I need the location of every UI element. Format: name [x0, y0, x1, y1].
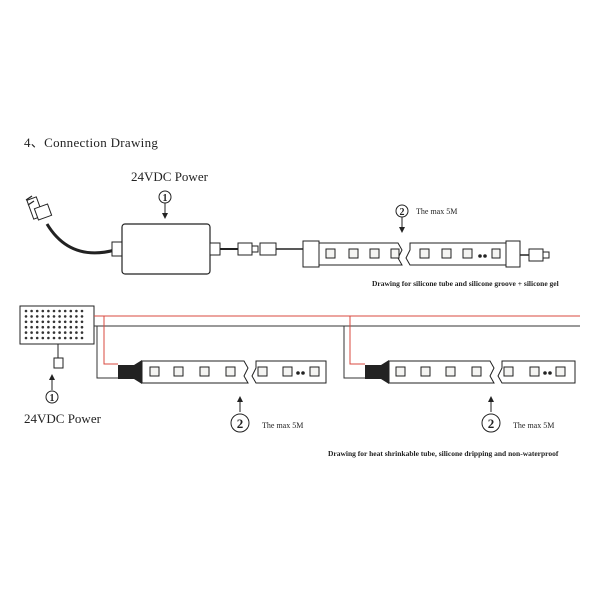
ac-plug-icon — [25, 195, 116, 255]
top-power-number: 1 — [163, 193, 168, 204]
section-title: 4、Connection Drawing — [24, 135, 158, 150]
bottom-led-chips-2 — [395, 366, 566, 377]
power-adapter-icon — [111, 223, 238, 275]
vent-dot — [47, 336, 50, 340]
vent-dot — [58, 315, 61, 318]
vent-dot — [41, 325, 45, 329]
vent-dot — [58, 331, 61, 334]
vent-dot — [24, 336, 28, 340]
vent-dot — [63, 320, 67, 324]
vent-dot — [24, 331, 28, 334]
vent-dot — [30, 315, 33, 318]
vent-dot — [58, 309, 61, 313]
vent-dot — [24, 315, 28, 318]
bottom-power-supply-icon — [19, 305, 95, 369]
bottom-strip2-max: The max 5M — [513, 421, 554, 430]
bottom-strip1-number: 2 — [237, 416, 244, 431]
top-power-label: 24VDC Power — [131, 169, 209, 184]
vent-dot — [41, 309, 45, 313]
bottom-strip2-callout: 2 The max 5M — [481, 396, 554, 433]
top-strip-callout: 2 The max 5M — [395, 204, 457, 233]
vent-dot — [41, 315, 45, 318]
bottom-led-strip-1 — [118, 360, 327, 384]
vent-dot — [30, 325, 33, 329]
dc-connector-icon — [237, 242, 303, 256]
vent-dot — [35, 331, 39, 334]
top-led-strip — [302, 240, 550, 268]
vent-dot — [52, 336, 56, 340]
vent-dot — [75, 325, 78, 329]
vent-dot — [52, 325, 56, 329]
vent-dot — [75, 320, 78, 324]
vent-dot — [47, 309, 50, 313]
vent-dot — [52, 320, 56, 324]
vent-dot — [63, 315, 67, 318]
main-bus-wires — [94, 315, 580, 379]
vent-dot — [69, 325, 73, 329]
bottom-power-callout: 1 — [45, 374, 59, 404]
bottom-strip1-callout: 2 The max 5M — [230, 396, 303, 433]
vent-dot — [41, 336, 45, 340]
bottom-strip1-max: The max 5M — [262, 421, 303, 430]
vent-dot — [30, 320, 33, 324]
top-caption: Drawing for silicone tube and silicone g… — [372, 279, 559, 288]
vent-dot — [80, 336, 84, 340]
top-power-callout: 1 — [158, 190, 172, 219]
vent-dot — [69, 331, 73, 334]
bottom-power-label: 24VDC Power — [24, 411, 102, 426]
bottom-strip2-number: 2 — [488, 416, 495, 431]
top-led-chips — [325, 248, 501, 259]
vent-dot — [80, 320, 84, 324]
vent-dot — [75, 331, 78, 334]
bottom-led-strip-2 — [365, 360, 576, 384]
vent-dot — [80, 315, 84, 318]
vent-dot — [63, 309, 67, 313]
vent-dot — [80, 325, 84, 329]
vent-dot — [35, 336, 39, 340]
bottom-power-number: 1 — [50, 393, 55, 404]
vent-dot — [58, 320, 61, 324]
vent-dot — [35, 325, 39, 329]
vent-dot — [35, 320, 39, 324]
vent-dot — [69, 336, 73, 340]
vent-dot — [58, 325, 61, 329]
vent-dot — [24, 320, 28, 324]
vent-dot — [47, 320, 50, 324]
vent-dot — [58, 336, 61, 340]
bottom-caption: Drawing for heat shrinkable tube, silico… — [328, 449, 559, 458]
vent-dot — [69, 309, 73, 313]
vent-dot — [30, 336, 33, 340]
vent-dot — [35, 315, 39, 318]
vent-dot — [63, 336, 67, 340]
vent-dot — [41, 320, 45, 324]
vent-dot — [69, 315, 73, 318]
vent-dot — [41, 331, 45, 334]
vent-dot — [75, 315, 78, 318]
vent-dot — [35, 309, 39, 313]
vent-dot — [63, 331, 67, 334]
vent-dot — [24, 325, 28, 329]
vent-dot — [47, 331, 50, 334]
top-max-label: The max 5M — [416, 207, 457, 216]
bottom-led-chips-1 — [149, 366, 320, 377]
vent-dot — [52, 331, 56, 334]
vent-dot — [80, 331, 84, 334]
vent-dot — [63, 325, 67, 329]
vent-grille — [24, 309, 84, 340]
vent-dot — [30, 331, 33, 334]
vent-dot — [75, 336, 78, 340]
vent-dot — [24, 309, 28, 313]
vent-dot — [52, 315, 56, 318]
vent-dot — [75, 309, 78, 313]
vent-dot — [80, 309, 84, 313]
vent-dot — [47, 325, 50, 329]
vent-dot — [47, 315, 50, 318]
vent-dot — [30, 309, 33, 313]
vent-dot — [52, 309, 56, 313]
top-strip-number: 2 — [400, 207, 405, 218]
vent-dot — [69, 320, 73, 324]
